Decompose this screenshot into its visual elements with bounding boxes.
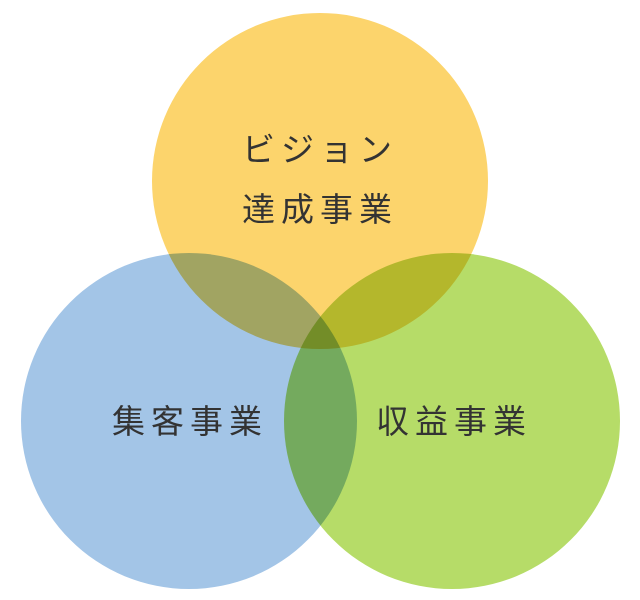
label-vision-line1: ビジョン — [242, 130, 398, 169]
label-customer: 集客事業 — [112, 402, 268, 441]
label-vision-line2: 達成事業 — [242, 190, 398, 229]
label-revenue: 収益事業 — [376, 402, 532, 441]
circle-revenue — [284, 253, 620, 589]
label-vision: ビジョン 達成事業 — [220, 128, 420, 232]
circle-customer — [21, 253, 357, 589]
